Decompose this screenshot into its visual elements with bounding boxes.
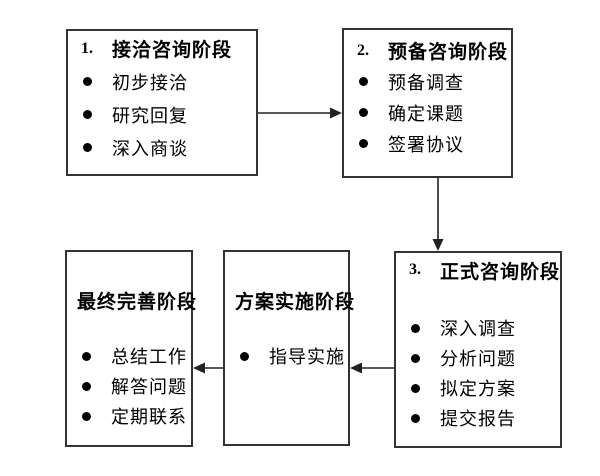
stage-box-2: 2. 预备咨询阶段 预备调查 确定课题 签署协议 xyxy=(342,28,513,178)
list-item: 分析问题 xyxy=(396,343,560,373)
list-item: 初步接洽 xyxy=(68,65,256,98)
stage-4-item: 指导实施 xyxy=(269,347,345,367)
bullet-icon xyxy=(82,351,91,361)
stage-3-item: 提交报告 xyxy=(440,409,516,429)
stage-4-title: 方案实施阶段 xyxy=(235,291,356,313)
stage-box-4: 方案实施阶段 指导实施 xyxy=(223,250,354,446)
bullet-icon xyxy=(83,143,92,152)
bullet-icon xyxy=(411,323,420,333)
list-item: 签署协议 xyxy=(344,128,511,159)
bullet-icon xyxy=(240,351,249,361)
bullet-icon xyxy=(411,353,420,363)
bullet-icon xyxy=(82,411,91,421)
stage-3-item: 分析问题 xyxy=(440,349,516,369)
arrow-stage3-to-stage4 xyxy=(350,362,394,374)
list-item: 研究回复 xyxy=(68,98,256,131)
list-item: 深入商谈 xyxy=(68,131,256,164)
stage-3-number: 3. xyxy=(409,261,421,278)
stage-2-number: 2. xyxy=(357,41,369,59)
bullet-icon xyxy=(411,383,420,393)
arrow-stage2-to-stage3 xyxy=(432,178,444,251)
stage-box-5: 最终完善阶段 总结工作 解答问题 定期联系 xyxy=(65,250,196,447)
stage-1-title: 接洽咨询阶段 xyxy=(112,40,233,61)
stage-5-item: 定期联系 xyxy=(111,407,187,427)
list-item: 拟定方案 xyxy=(396,373,560,403)
stage-1-number: 1. xyxy=(81,39,93,57)
stage-5-item: 解答问题 xyxy=(111,377,187,397)
list-item: 总结工作 xyxy=(67,341,191,371)
list-item: 解答问题 xyxy=(67,371,191,401)
list-item: 定期联系 xyxy=(67,401,191,431)
bullet-icon xyxy=(411,413,420,423)
arrow-stage1-to-stage2 xyxy=(258,107,342,119)
bullet-icon xyxy=(83,77,92,86)
bullet-icon xyxy=(359,77,368,86)
stage-1-item: 研究回复 xyxy=(112,105,188,126)
bullet-icon xyxy=(359,139,368,148)
stage-2-item: 确定课题 xyxy=(388,103,464,124)
bullet-icon xyxy=(82,381,91,391)
bullet-icon xyxy=(83,110,92,119)
list-item: 指导实施 xyxy=(225,341,348,371)
arrow-stage4-to-stage5 xyxy=(193,362,223,374)
stage-box-3: 3. 正式咨询阶段 深入调查 分析问题 拟定方案 提交报告 xyxy=(394,251,562,448)
stage-1-item: 初步接洽 xyxy=(112,72,188,93)
stage-3-item: 拟定方案 xyxy=(440,379,516,399)
list-item: 预备调查 xyxy=(344,66,511,97)
stage-5-title: 最终完善阶段 xyxy=(77,291,198,313)
stage-5-item: 总结工作 xyxy=(111,347,187,367)
stage-2-title: 预备咨询阶段 xyxy=(388,42,509,63)
stage-1-item: 深入商谈 xyxy=(112,138,188,159)
stage-3-item: 深入调查 xyxy=(440,319,516,339)
list-item: 深入调查 xyxy=(396,313,560,343)
list-item: 确定课题 xyxy=(344,97,511,128)
stage-2-item: 预备调查 xyxy=(388,72,464,93)
stage-box-1: 1. 接洽咨询阶段 初步接洽 研究回复 深入商谈 xyxy=(66,29,258,176)
stage-3-title: 正式咨询阶段 xyxy=(440,261,561,283)
stage-2-item: 签署协议 xyxy=(388,134,464,155)
list-item: 提交报告 xyxy=(396,403,560,433)
bullet-icon xyxy=(359,108,368,117)
